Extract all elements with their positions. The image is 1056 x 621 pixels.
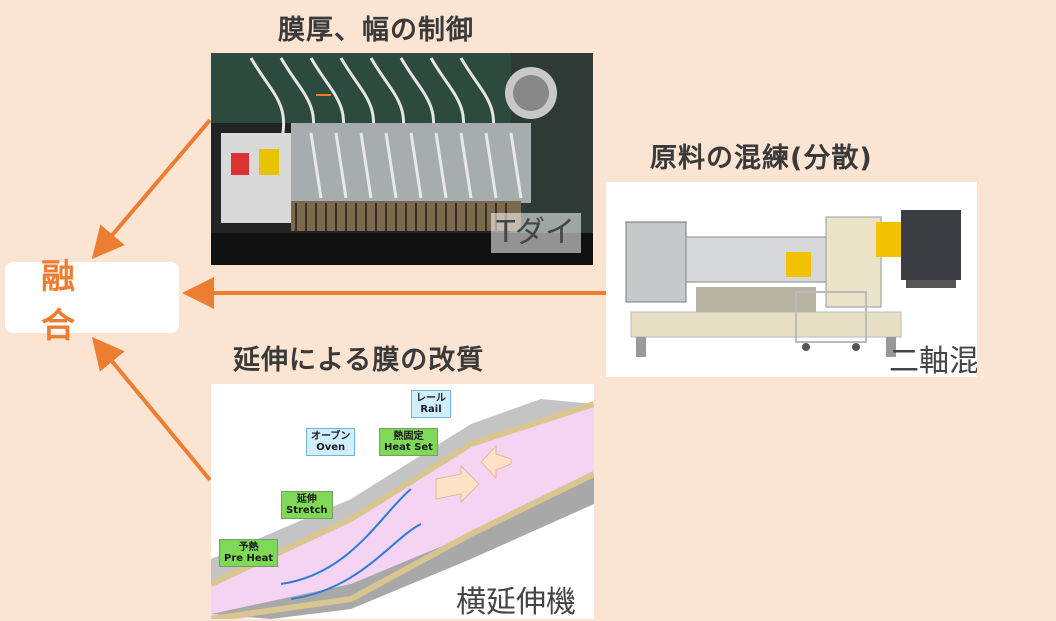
twin-screw-kneader-illustration bbox=[606, 182, 977, 377]
tenter-diagram: レール Rail オーブン Oven 熱固定 Heat Set 延伸 Stret… bbox=[211, 384, 594, 619]
tag-oven: オーブン Oven bbox=[306, 428, 356, 456]
heading-film-control: 膜厚、幅の制御 bbox=[278, 15, 474, 46]
tag-rail: レール Rail bbox=[411, 390, 451, 418]
tag-pre-heat: 予熱 Pre Heat bbox=[219, 539, 279, 567]
tenter-caption: 横延伸機 bbox=[456, 585, 576, 619]
tag-stretch: 延伸 Stretch bbox=[281, 491, 333, 519]
fusion-label: 融 合 bbox=[41, 256, 111, 346]
heading-kneading: 原料の混練(分散) bbox=[650, 143, 873, 174]
t-die-photo: Tダイ bbox=[211, 53, 593, 265]
twin-screw-caption: 二軸混練機 bbox=[889, 344, 977, 377]
arrow-from-t-die bbox=[91, 118, 212, 260]
tag-heat-set: 熱固定 Heat Set bbox=[379, 428, 438, 456]
fusion-box: 融 合 bbox=[5, 257, 179, 346]
arrow-from-tenter bbox=[91, 336, 212, 482]
t-die-caption: Tダイ bbox=[490, 213, 581, 253]
heading-stretching: 延伸による膜の改質 bbox=[233, 345, 485, 376]
tenter-illustration bbox=[211, 384, 594, 619]
twin-screw-kneader-photo: 二軸混練機 bbox=[606, 182, 977, 377]
